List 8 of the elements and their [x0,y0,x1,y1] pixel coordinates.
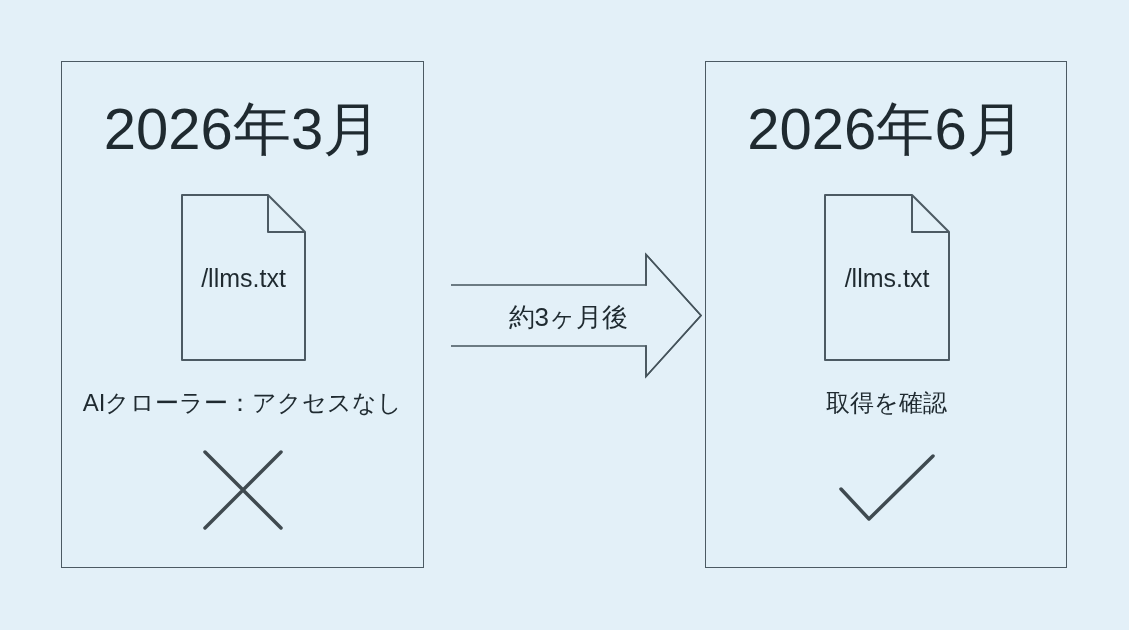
status-label: 取得を確認 [825,389,947,418]
panel [61,61,424,568]
document-shape: /llms.txt [824,194,950,361]
heading: 2026年6月 [747,95,1025,163]
heading: 2026年3月 [103,95,382,163]
status-label: AIクローラー：アクセスなし [82,389,403,418]
document-shape: /llms.txt [181,194,306,361]
panel [705,61,1067,568]
